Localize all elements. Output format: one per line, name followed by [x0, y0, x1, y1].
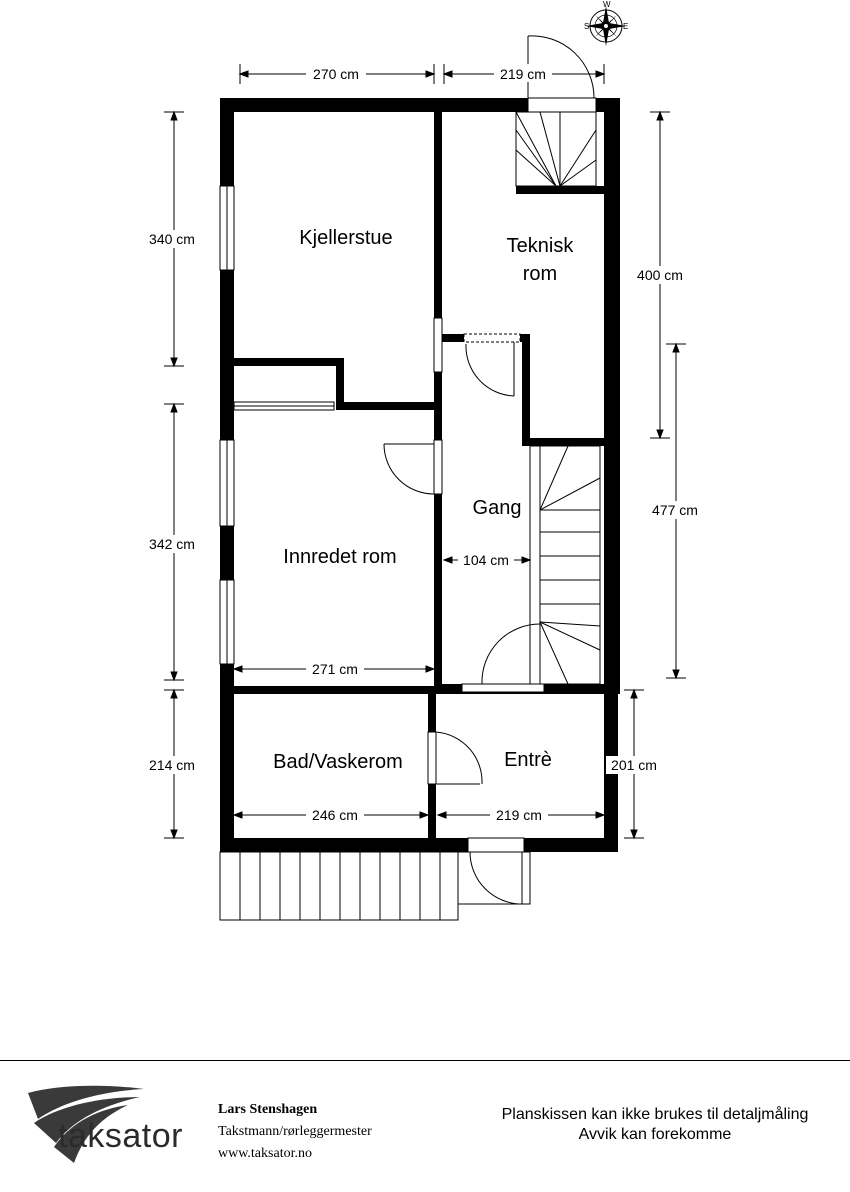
dim-label-entre-width: 219 cm [496, 807, 542, 823]
windows [219, 185, 335, 665]
dim-label-right-middle: 477 cm [652, 502, 698, 518]
disclaimer-line-1: Planskissen kan ikke brukes til detaljmå… [501, 1106, 809, 1123]
author-title: Takstmann/rørleggermester [218, 1124, 372, 1139]
room-label-teknisk-1: Teknisk [507, 235, 575, 257]
room-label-gang: Gang [473, 497, 522, 519]
logo-text: taksator [58, 1117, 183, 1155]
room-label-innredet: Innredet rom [283, 546, 396, 568]
author-block: Lars Stenshagen Takstmann/rørleggermeste… [218, 1099, 372, 1165]
compass-letter-w: W [603, 0, 611, 9]
dim-label-left-upper: 340 cm [149, 231, 195, 247]
staircase-upper [515, 111, 597, 187]
dim-label-top-right: 219 cm [500, 66, 546, 82]
room-label-kjellerstue: Kjellerstue [299, 227, 392, 249]
doors [383, 35, 597, 905]
dim-label-innredet-width: 271 cm [312, 661, 358, 677]
dim-label-gang-width: 104 cm [463, 552, 509, 568]
dim-label-right-upper: 400 cm [637, 267, 683, 283]
dim-label-top-left: 270 cm [313, 66, 359, 82]
dim-label-bad-width: 246 cm [312, 807, 358, 823]
outdoor-steps [219, 851, 531, 921]
walls [220, 98, 620, 852]
taksator-logo [28, 1085, 144, 1163]
author-website[interactable]: www.taksator.no [218, 1146, 312, 1161]
staircase-main [529, 445, 601, 685]
compass-letter-e: E [623, 22, 628, 31]
floor-plan: W S E [149, 0, 698, 921]
compass-letter-s: S [584, 22, 589, 31]
room-label-entre: Entrè [504, 749, 552, 771]
compass-rose: W S E [584, 0, 628, 46]
disclaimer: Planskissen kan ikke brukes til detaljmå… [470, 1105, 840, 1145]
author-name: Lars Stenshagen [218, 1102, 318, 1117]
disclaimer-line-2: Avvik kan forekomme [578, 1126, 732, 1143]
dim-label-left-middle: 342 cm [149, 536, 195, 552]
footer: taksator Lars Stenshagen Takstmann/rørle… [0, 1060, 850, 1192]
dim-label-left-lower: 214 cm [149, 757, 195, 773]
dim-label-right-lower: 201 cm [611, 757, 657, 773]
room-label-bad: Bad/Vaskerom [273, 751, 403, 773]
room-label-teknisk-2: rom [523, 263, 557, 285]
